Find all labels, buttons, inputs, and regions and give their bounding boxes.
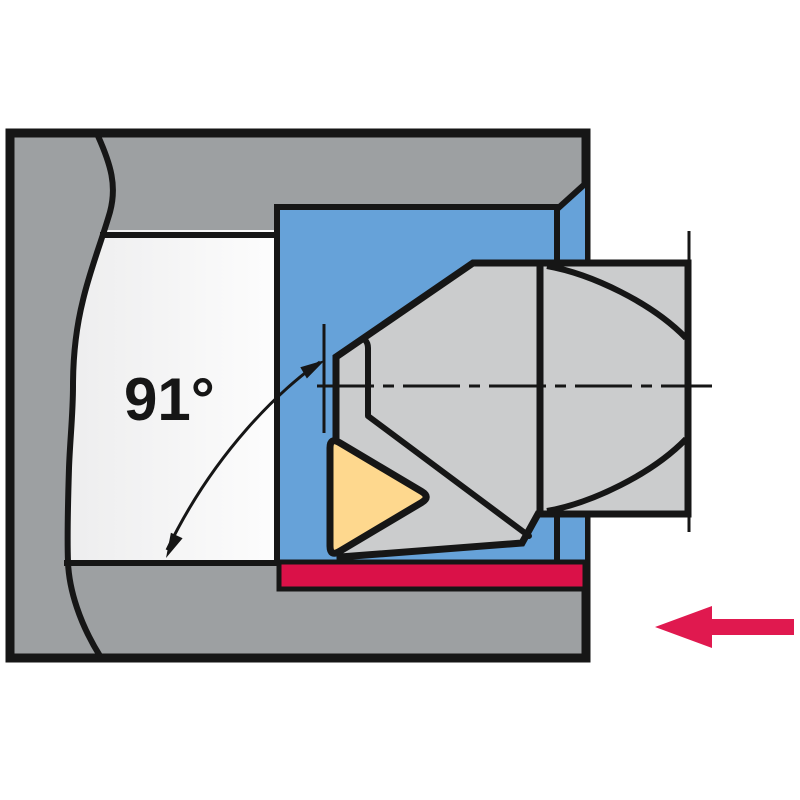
machined-surface bbox=[276, 559, 588, 592]
shank-top-blend-arc bbox=[546, 263, 689, 341]
shank-bottom-blend-arc bbox=[546, 436, 689, 514]
feed-direction-arrow bbox=[655, 606, 794, 648]
face-chamfer-line bbox=[552, 180, 589, 214]
indexable-insert bbox=[326, 437, 430, 557]
insert-pocket-contour bbox=[362, 337, 532, 539]
bore-cavity bbox=[66, 230, 281, 566]
entering-angle-label: 91° bbox=[124, 366, 215, 433]
arrowhead-down-icon bbox=[166, 532, 183, 558]
arrowhead-up-right-icon bbox=[300, 360, 325, 379]
boring-bar-shank bbox=[536, 259, 692, 518]
